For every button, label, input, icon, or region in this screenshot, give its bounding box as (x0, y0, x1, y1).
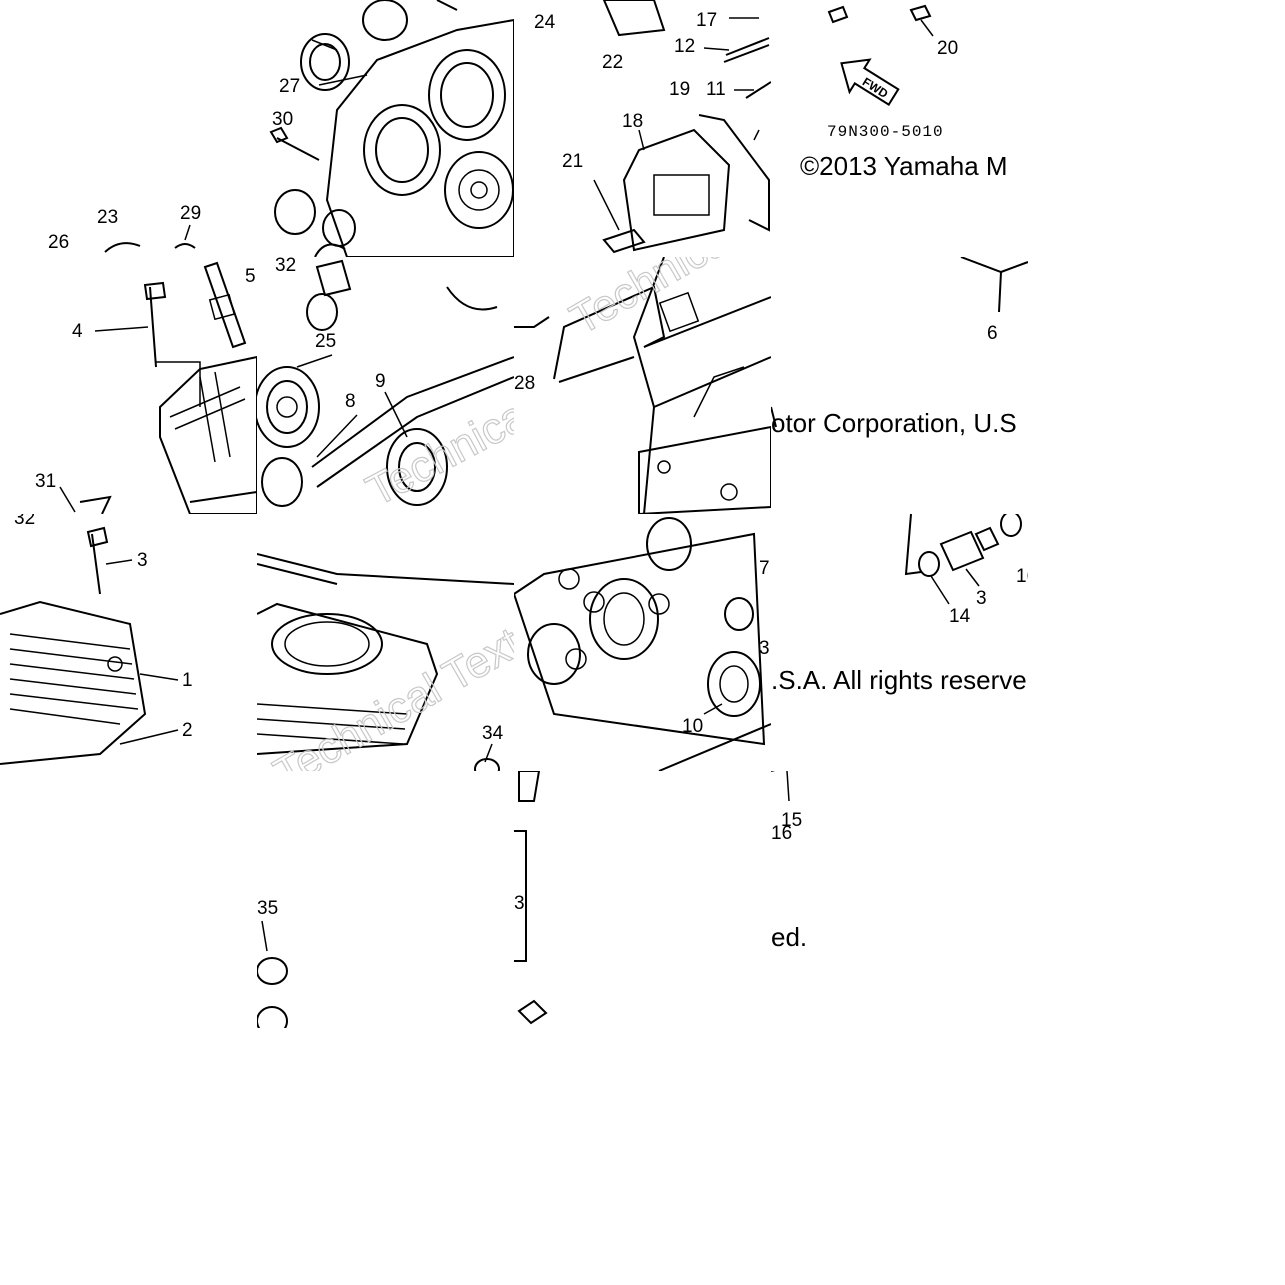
tile-part-6: 6 otor Corporation, U.S (771, 257, 1028, 514)
tile-parts-13-14: 3 14 16 .S.A. All rights reserve (771, 514, 1028, 771)
callout-13: 3 (976, 588, 987, 609)
copyright-fragment-2: otor Corporation, U.S (771, 408, 1017, 438)
callout-16: 16 (1016, 566, 1028, 587)
callout-9: 9 (375, 371, 386, 392)
tile-plug-35: 35 (257, 771, 514, 1028)
tile-bearing-gasket: 25 9 8 32 Technical Text Guides (257, 257, 514, 514)
tile-crankcase-cover-10: 10 7 3 3 (514, 514, 771, 771)
copyright-fragment-1: ©2013 Yamaha M (800, 151, 1008, 181)
callout-23: 23 (97, 207, 118, 228)
callout-17: 17 (696, 10, 717, 31)
callout-3b: 3 (759, 638, 770, 659)
callout-16-lower: 16 (771, 823, 792, 844)
tile-cylinder-head: 3 1 2 32 (0, 514, 257, 771)
callout-32: 32 (275, 257, 296, 276)
callout-1: 1 (182, 670, 193, 691)
callout-32-left: 32 (14, 514, 35, 529)
callout-34: 34 (482, 723, 504, 744)
tile-top-left: 26 23 29 (0, 0, 257, 257)
tile-bolt-33: 3 (514, 771, 771, 1028)
callout-28: 28 (514, 373, 535, 394)
callout-29: 29 (180, 203, 201, 224)
tile-fwd-copyright: 20 FWD 79N300-5010 ©2013 Yamaha M (771, 0, 1028, 257)
callout-14: 14 (949, 606, 971, 627)
callout-35: 35 (257, 898, 278, 919)
callout-33: 3 (514, 893, 525, 914)
callout-18: 18 (622, 111, 643, 132)
tile-breather-cover: 24 22 17 12 19 11 18 21 (514, 0, 771, 257)
callout-11: 11 (706, 79, 726, 100)
tile-head-bolts: 4 5 31 (0, 257, 257, 514)
tile-crankcase: 28 Technical Text Guides (514, 257, 771, 514)
tile-crankcase-cover: 27 30 (257, 0, 514, 257)
callout-2: 2 (182, 720, 193, 741)
callout-25: 25 (315, 331, 336, 352)
callout-31: 31 (35, 471, 56, 492)
callout-6: 6 (987, 323, 998, 344)
tile-cylinder: 34 Technical Text Guides (257, 514, 514, 771)
callout-26: 26 (48, 232, 69, 253)
callout-5: 5 (245, 266, 256, 287)
callout-4: 4 (72, 321, 83, 342)
callout-7: 7 (759, 558, 770, 579)
callout-22: 22 (602, 52, 623, 73)
callout-12: 12 (674, 36, 695, 57)
callout-27: 27 (279, 76, 300, 97)
copyright-fragment-4: ed. (771, 922, 808, 952)
callout-3: 3 (137, 550, 148, 571)
callout-10: 10 (682, 716, 703, 737)
callout-30: 30 (272, 109, 293, 130)
copyright-fragment-3: .S.A. All rights reserve (771, 665, 1027, 695)
callout-19: 19 (669, 79, 690, 100)
diagram-code: 79N300-5010 (827, 123, 944, 141)
tile-part-15: 15 16 ed. (771, 771, 1028, 1028)
callout-20: 20 (937, 38, 958, 59)
callout-8: 8 (345, 391, 356, 412)
callout-15: 15 (781, 810, 802, 831)
callout-21: 21 (562, 151, 583, 172)
callout-24: 24 (534, 12, 556, 33)
